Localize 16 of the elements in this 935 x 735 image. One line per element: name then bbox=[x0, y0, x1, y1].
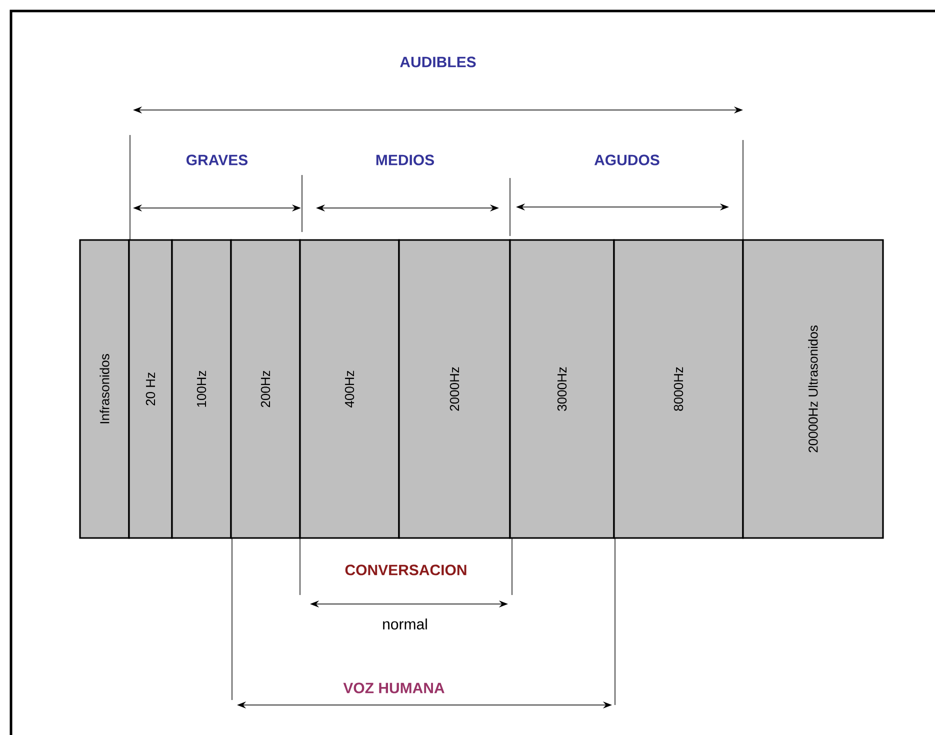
range-label: GRAVES bbox=[186, 154, 248, 166]
band-cell: 20000Hz Ultrasonidos bbox=[742, 239, 884, 539]
range-label: MEDIOS bbox=[376, 154, 434, 166]
note-text: normal bbox=[383, 618, 427, 630]
band-cell: Infrasonidos bbox=[79, 239, 130, 539]
range-label: CONVERSACION bbox=[345, 564, 466, 576]
band-cell: 20 Hz bbox=[128, 239, 173, 539]
band-cell: 400Hz bbox=[299, 239, 400, 539]
band-cell: 8000Hz bbox=[613, 239, 744, 539]
range-label: VOZ HUMANA bbox=[343, 682, 444, 694]
band-cell: 200Hz bbox=[230, 239, 301, 539]
range-label: AGUDOS bbox=[594, 154, 660, 166]
band-cell: 2000Hz bbox=[398, 239, 511, 539]
band-cell: 3000Hz bbox=[509, 239, 615, 539]
range-label: AUDIBLES bbox=[400, 56, 476, 68]
band-cell: 100Hz bbox=[171, 239, 232, 539]
